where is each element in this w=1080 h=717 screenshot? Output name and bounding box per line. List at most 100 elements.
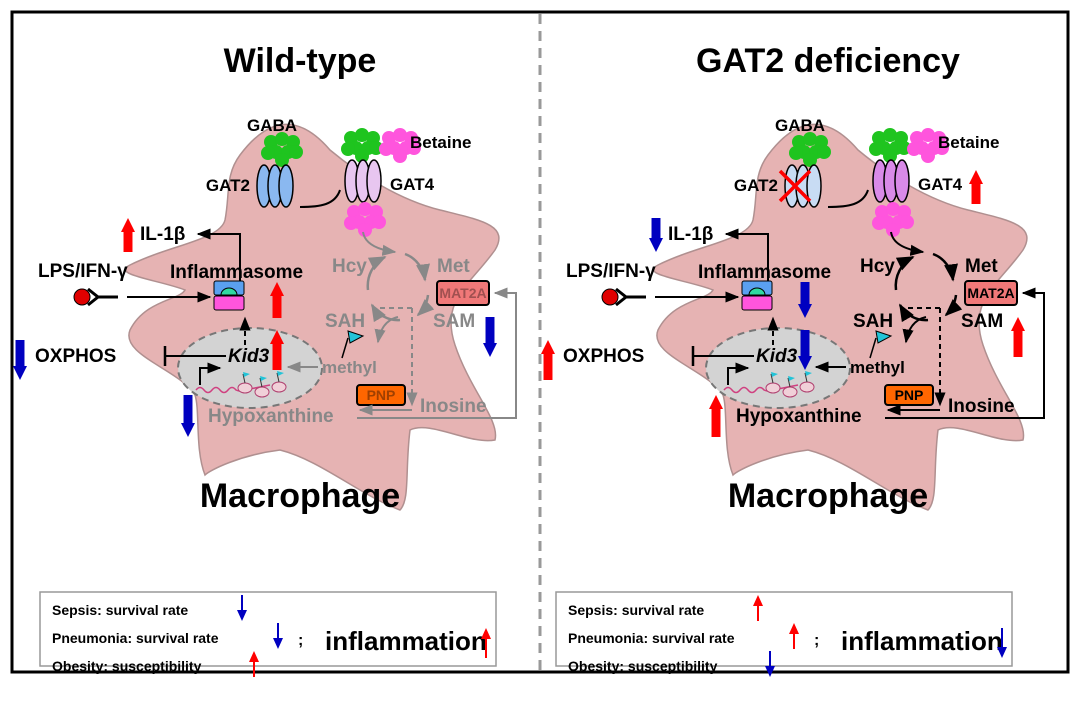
betaine-to-cycle-arrow <box>890 231 925 256</box>
inflammasome-label: Inflammasome <box>698 262 831 283</box>
hypoxanthine-label: Hypoxanthine <box>208 406 334 427</box>
molecule-bead <box>886 223 900 237</box>
inflammation-change-up-arrow-icon <box>481 628 491 658</box>
macrophage-cell <box>652 123 1028 511</box>
met-to-sam-arc <box>416 294 435 317</box>
methyl-mark-stem <box>259 377 263 388</box>
gat4-label: GAT4 <box>390 175 435 194</box>
hcy-label: Hcy <box>332 256 367 277</box>
methyl-mark-icon <box>788 376 795 381</box>
summary-frame <box>39 591 497 667</box>
methyl-mark-icon <box>260 376 267 381</box>
macrophage-cell <box>124 123 500 511</box>
receptor-icon <box>615 287 646 307</box>
transporter-subunit <box>806 164 822 208</box>
molecule-bead <box>344 216 358 230</box>
methionine-cycle <box>890 231 963 407</box>
inflammasome-change-down-arrow-icon <box>798 282 812 318</box>
methyl-mark-stem <box>770 373 774 384</box>
mat2a-change-up-arrow-icon <box>1011 317 1025 357</box>
panel-title: GAT2 deficiency <box>696 42 960 80</box>
nucleosome-icon <box>254 386 270 398</box>
arrow-head <box>789 623 799 634</box>
oxphos-label: OXPHOS <box>563 346 644 367</box>
arrow-head <box>249 651 259 662</box>
summary-line: Sepsis: survival rate <box>52 602 188 618</box>
molecule-bead <box>900 215 914 229</box>
gaba-molecule-icon <box>789 132 831 167</box>
molecule-bead <box>372 215 386 229</box>
transcription-start-icon <box>199 362 222 385</box>
nucleosome-icon <box>765 382 781 394</box>
molecule-bead <box>789 146 803 160</box>
pnp-enzyme <box>884 384 934 406</box>
arrow-head <box>237 610 247 621</box>
met-to-sam-arc <box>944 294 963 317</box>
gaba-molecule-icon <box>261 132 303 167</box>
molecule-bead <box>407 141 421 155</box>
gat4-transporter-icon <box>344 159 382 203</box>
molecule-bead <box>883 149 897 163</box>
molecule-bead <box>907 142 921 156</box>
pnp-enzyme <box>356 384 406 406</box>
oxphos-change-down-arrow-icon <box>13 340 27 380</box>
hypoxanthine-to-mat2a-arrow <box>357 287 517 419</box>
knockout-cross-icon <box>778 169 812 203</box>
sah-to-hcy-arc <box>366 255 387 291</box>
gat2-transporter-icon <box>256 164 294 208</box>
pnp-label: PNP <box>367 387 396 403</box>
il1b-change-down-arrow-icon <box>649 218 663 252</box>
mat2a-label: MAT2A <box>967 285 1014 301</box>
mat2a-change-down-arrow-icon <box>483 317 497 357</box>
gat4-label: GAT4 <box>918 175 963 194</box>
molecule-bead <box>289 145 303 159</box>
methyl-mark-icon <box>277 371 284 376</box>
arrow-head <box>997 647 1007 658</box>
panel-title: Wild-type <box>224 42 377 80</box>
cell-type-label: Macrophage <box>200 477 400 515</box>
summary-line: Obesity: susceptibility <box>52 658 202 674</box>
methyl-mark-icon <box>805 371 812 376</box>
arrow-head <box>753 595 763 606</box>
gat2-transporter-icon <box>784 164 822 208</box>
inflammation-label: inflammation <box>325 626 487 656</box>
oxphos-label: OXPHOS <box>35 346 116 367</box>
mat2a-enzyme <box>964 280 1018 306</box>
summary-line-0-change-up-arrow-icon <box>753 595 763 621</box>
il1b-change-up-arrow-icon <box>121 218 135 252</box>
inflammasome-core <box>748 287 766 296</box>
molecule-bead <box>341 142 355 156</box>
inflammasome-bottom <box>213 295 245 311</box>
lps-ligand-icon <box>601 288 619 306</box>
receptor-icon <box>87 287 118 307</box>
inosine-label: Inosine <box>420 396 487 417</box>
pnp-label: PNP <box>895 387 924 403</box>
gaba-molecule-icon <box>869 128 911 163</box>
sah-to-hcy-arc <box>894 255 915 291</box>
molecule-bead <box>921 149 935 163</box>
betaine-to-cycle-arrow <box>362 231 397 256</box>
lps-label: LPS/IFN-γ <box>38 261 128 282</box>
molecule-bead <box>393 128 407 142</box>
transporter-subunit <box>366 159 382 203</box>
cell-type-label: Macrophage <box>728 477 928 515</box>
molecule-bead <box>358 223 372 237</box>
hcy-to-met-arc <box>932 252 958 282</box>
summary-line-0-change-down-arrow-icon <box>237 595 247 621</box>
molecule-bead <box>803 132 817 146</box>
transporter-subunit <box>278 164 294 208</box>
summary-line: Sepsis: survival rate <box>568 602 704 618</box>
nucleosome-icon <box>782 386 798 398</box>
gat2-label: GAT2 <box>734 176 778 195</box>
methyl-flag-pole <box>341 337 349 359</box>
inflammasome-bottom <box>741 295 773 311</box>
nucleosome-icon <box>799 381 815 393</box>
summary-line-1-change-down-arrow-icon <box>273 623 283 649</box>
kid3-change-down-arrow-icon <box>798 330 812 370</box>
inflammasome-icon <box>213 280 245 311</box>
